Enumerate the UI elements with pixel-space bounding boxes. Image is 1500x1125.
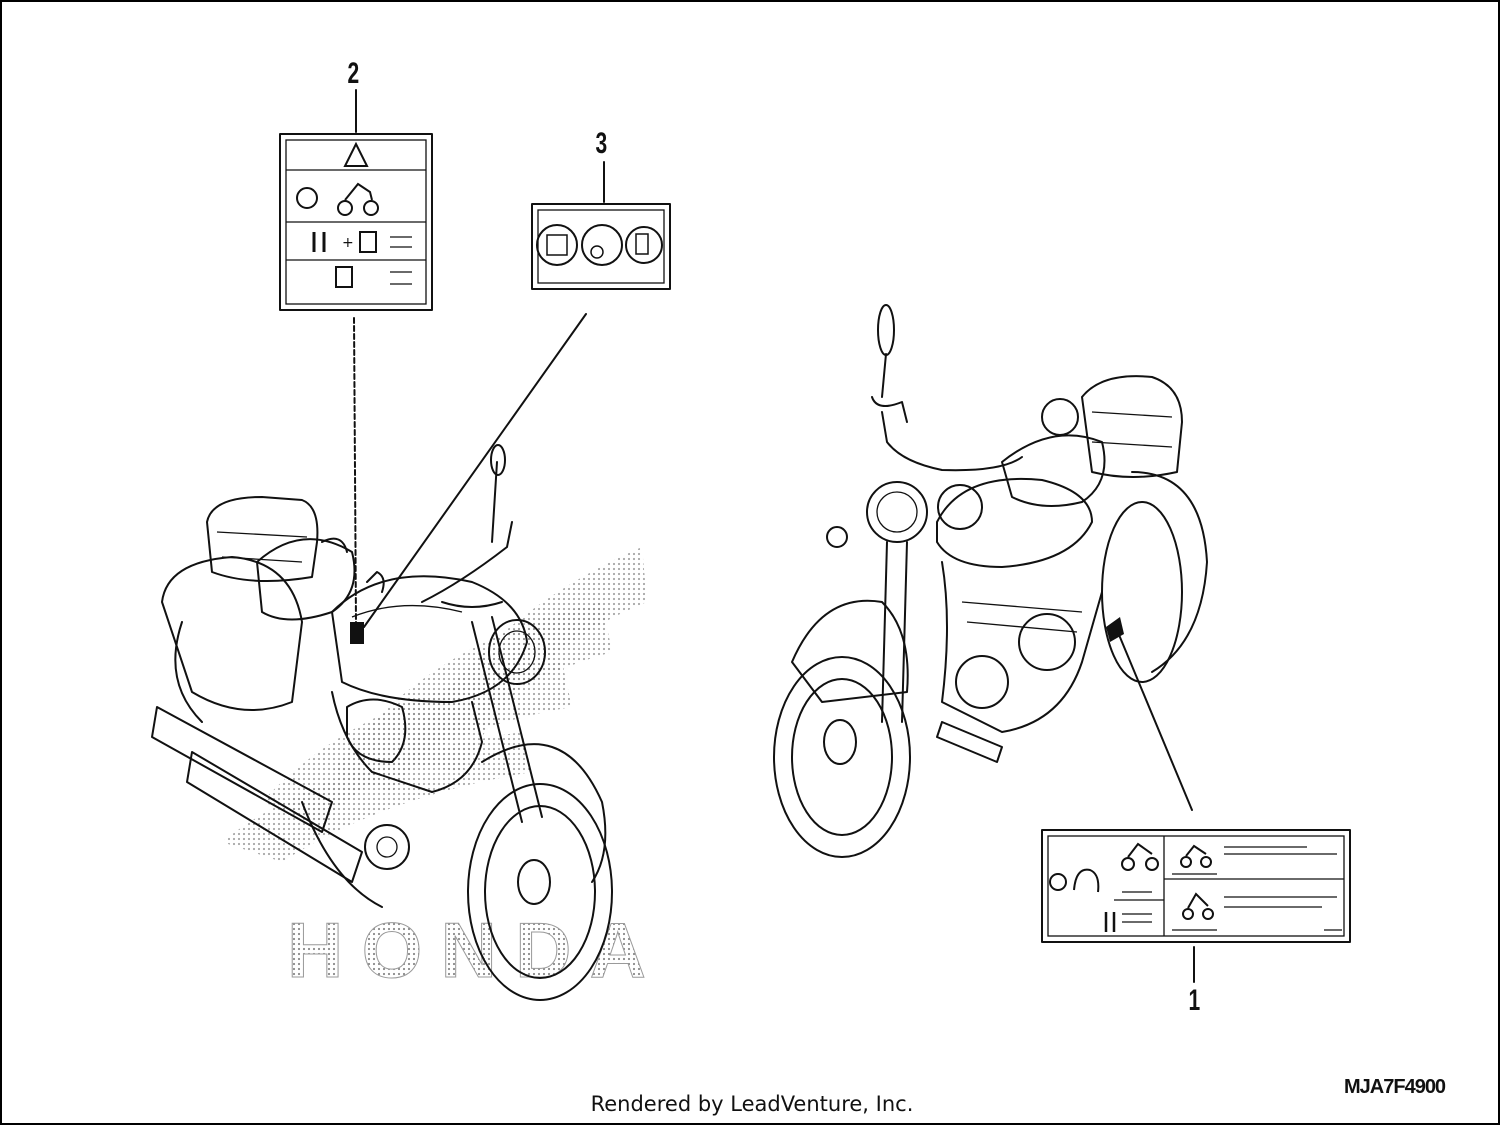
rider-passenger-icon xyxy=(312,232,326,252)
label-3-info-decal xyxy=(531,203,671,290)
motorcycle-icon xyxy=(337,182,379,216)
label-2-caution-decal: + xyxy=(279,133,433,311)
callout-label-3: 3 xyxy=(595,127,608,160)
motorcycle-front-view xyxy=(773,304,1208,858)
manual-icon xyxy=(536,224,578,266)
helmet-icon xyxy=(1073,868,1100,893)
motorcycle-icon xyxy=(1121,842,1214,920)
luggage-icon xyxy=(359,231,377,253)
tire-pressure-icon xyxy=(581,224,623,266)
rider-icon xyxy=(1104,912,1116,932)
label-1-load-decal xyxy=(1041,829,1351,943)
callout-label-2: 2 xyxy=(347,57,360,90)
svg-text:+: + xyxy=(342,235,354,251)
footer-credit: Rendered by LeadVenture, Inc. xyxy=(590,1092,914,1116)
manual-icon xyxy=(296,187,318,209)
manual-icon xyxy=(1049,873,1067,891)
leader-lines xyxy=(353,89,1195,983)
diagram-code: MJA7F4900 xyxy=(1344,1076,1446,1098)
callout-label-1: 1 xyxy=(1188,984,1201,1017)
motorcycle-rear-view xyxy=(151,444,613,1001)
fuel-pump-icon xyxy=(625,226,663,264)
luggage-icon-2 xyxy=(335,266,353,288)
warning-triangle-icon xyxy=(343,141,369,167)
